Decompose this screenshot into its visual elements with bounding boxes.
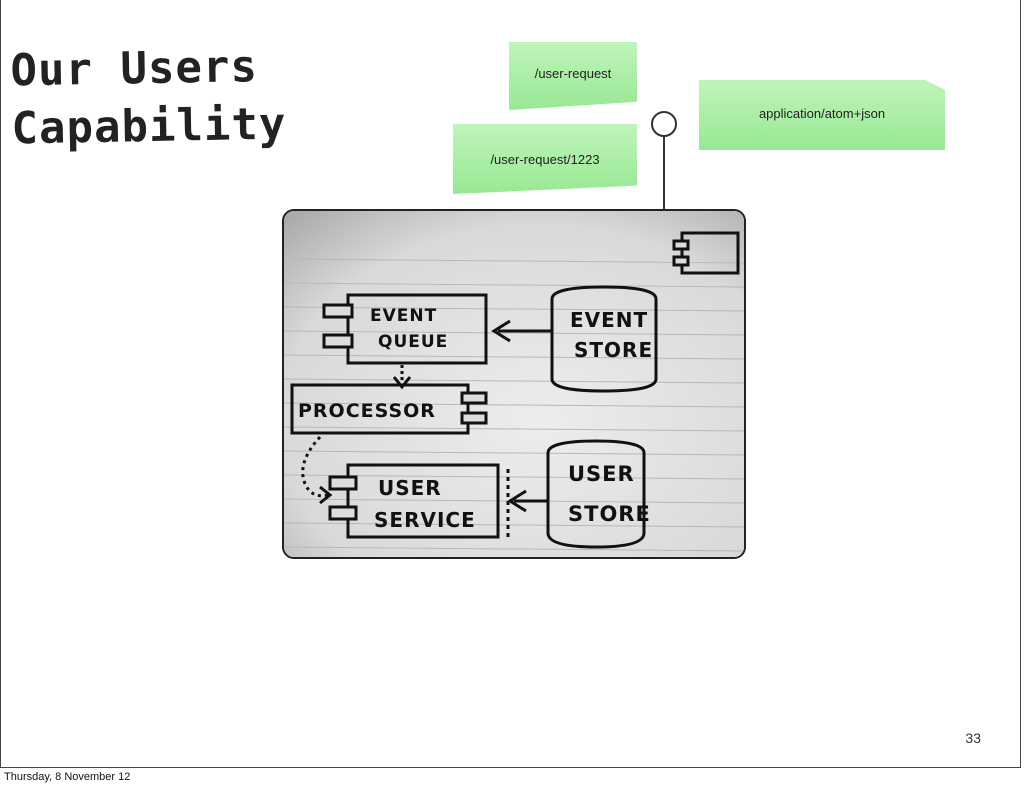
note-resource-instance: /user-request/1223 [453,124,637,194]
sketch-drawing: EVENT QUEUE EVENT STORE PROCESSOR USER S… [284,211,744,557]
event-store-cylinder [550,285,658,393]
ruled-lines [284,258,744,552]
event-queue-label-2: QUEUE [378,332,448,352]
processor-port-icon [460,411,488,425]
event-queue-port-icon [322,333,354,349]
note-media-type: application/atom+json [699,80,945,150]
footer-date: Thursday, 8 November 12 [4,771,131,783]
sketch-photo: EVENT QUEUE EVENT STORE PROCESSOR USER S… [282,209,746,559]
user-service-label-2: SERVICE [374,508,476,532]
user-store-cylinder [546,439,646,549]
arrow-head-icon [507,489,527,513]
event-store-label-2: STORE [574,338,653,362]
note-resource-text: /user-request [534,66,612,81]
event-queue-box [346,293,488,365]
page-number: 33 [965,730,981,746]
note-resource-instance-text: /user-request/1223 [490,152,600,167]
photo-reflection: EVENTQUEUEEVENTSTOREPROCESSORUSERSERVICE… [282,560,746,650]
arrow-processor-to-service [301,435,329,498]
user-service-label-1: USER [378,476,442,500]
user-service-port-icon [328,475,358,491]
slide: Our Users Capability /user-request /user… [0,0,1021,768]
processor-box [290,383,470,435]
component-port-icon [672,239,690,251]
processor-label: PROCESSOR [298,400,436,422]
user-service-box [346,463,500,539]
event-store-label-1: EVENT [570,308,648,332]
user-store-label-2: STORE [568,502,651,526]
arrow-head-icon [319,485,333,505]
arrow-head-icon [491,319,511,343]
arrow-head-icon [392,376,412,390]
event-queue-port-icon [322,303,354,319]
user-store-label-1: USER [568,462,635,486]
component-top-right-box [680,231,740,275]
note-media-type-text: application/atom+json [758,106,886,121]
event-queue-label-1: EVENT [370,306,437,326]
note-resource: /user-request [509,42,637,110]
processor-port-icon [460,391,488,405]
interface-lollipop-icon [651,111,677,137]
component-port-icon [672,255,690,267]
user-service-port-icon [328,505,358,521]
